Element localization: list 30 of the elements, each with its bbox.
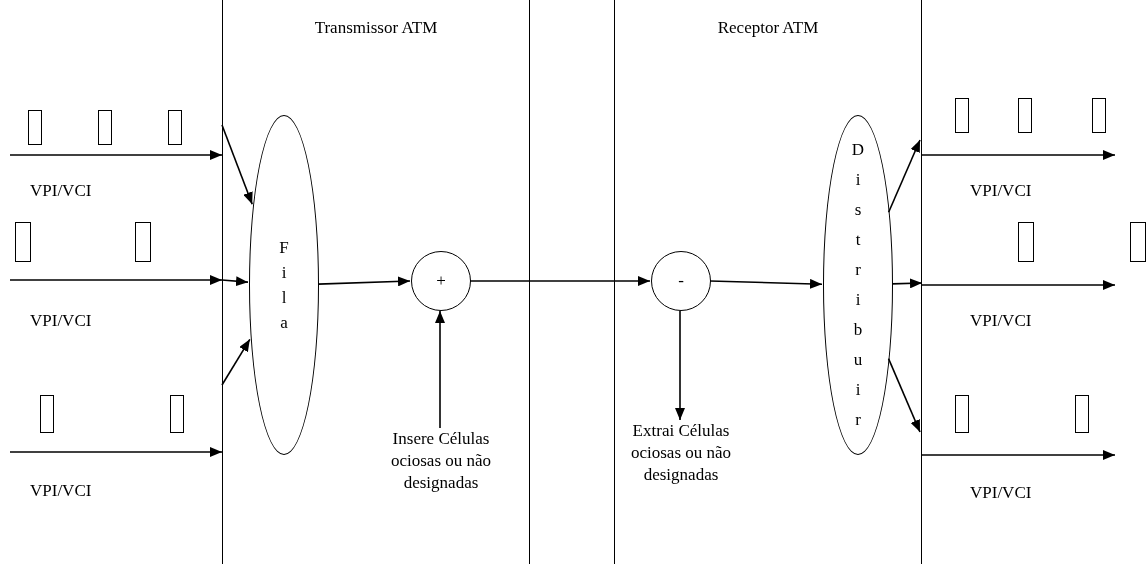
arrow <box>921 280 1116 290</box>
note-text: Insere Células ociosas ou não designadas <box>376 428 506 543</box>
panel-title: Transmissor ATM <box>313 17 439 39</box>
arrow <box>891 278 923 289</box>
arrow <box>675 310 685 421</box>
channel-label: VPI/VCI <box>30 480 92 502</box>
arrow <box>9 275 223 285</box>
block-frame <box>222 0 530 564</box>
arrow <box>921 450 1116 460</box>
arrow <box>709 278 823 289</box>
arrow <box>221 124 253 205</box>
arrow <box>317 276 411 287</box>
arrow <box>887 139 921 213</box>
vertical-label: Distribuir <box>851 139 865 431</box>
arrow <box>921 150 1116 160</box>
vertical-label: Fila <box>279 237 289 334</box>
channel-label: VPI/VCI <box>970 180 1032 202</box>
channel-label: VPI/VCI <box>30 180 92 202</box>
channel-label: VPI/VCI <box>970 482 1032 504</box>
arrow <box>221 276 249 287</box>
block-frame <box>614 0 922 564</box>
arrow <box>435 310 445 429</box>
arrow <box>9 150 223 160</box>
arrow <box>469 276 651 286</box>
arrow <box>221 338 251 386</box>
channel-label: VPI/VCI <box>970 310 1032 332</box>
panel-title: Receptor ATM <box>716 17 820 39</box>
note-text: Extrai Células ociosas ou não designadas <box>616 420 746 535</box>
channel-label: VPI/VCI <box>30 310 92 332</box>
arrow <box>9 447 223 457</box>
